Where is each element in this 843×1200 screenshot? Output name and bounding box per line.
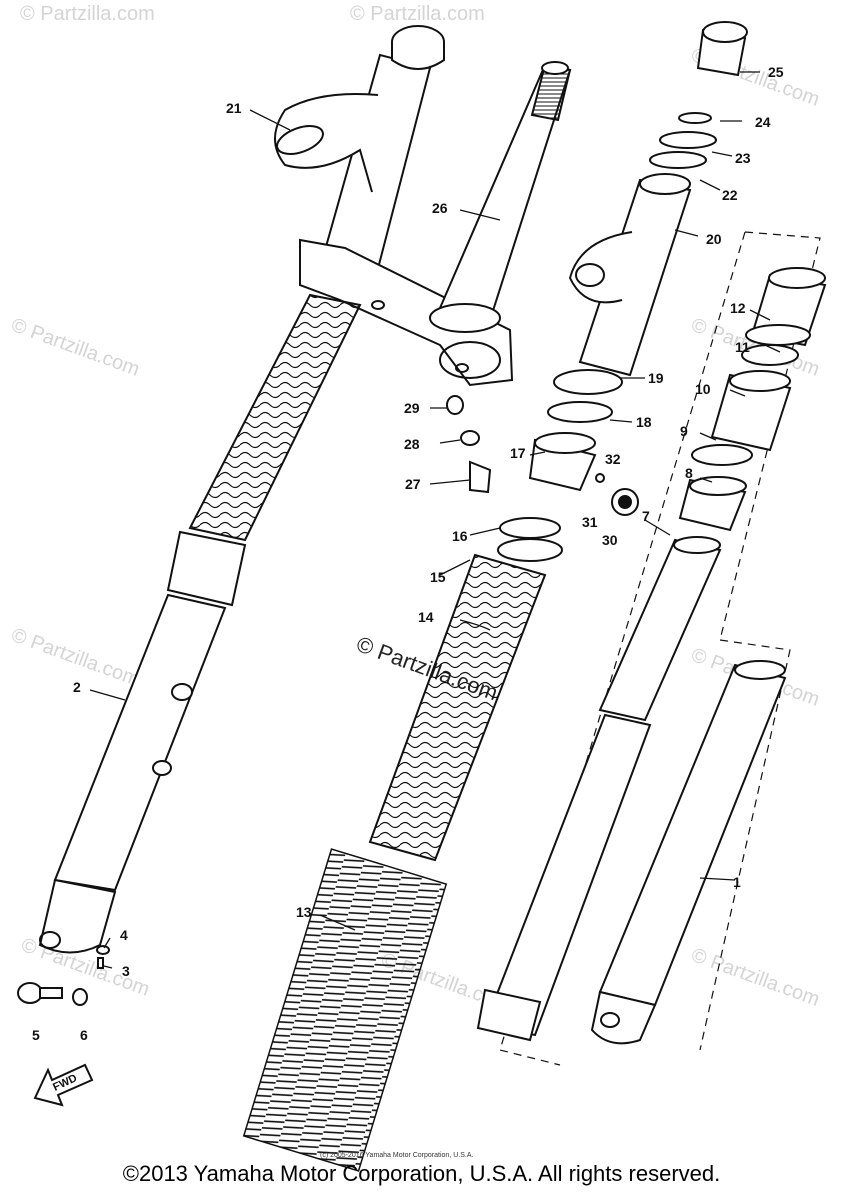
headlight-bracket	[568, 173, 692, 377]
callout-11: 11	[735, 339, 750, 355]
middle-slider	[483, 713, 652, 1037]
callout-13: 13	[296, 904, 312, 920]
inner-copyright: (c) 2005-2016 Yamaha Motor Corporation, …	[320, 1152, 473, 1159]
parts-30-32	[595, 473, 639, 516]
callout-21: 21	[226, 100, 242, 116]
callout-4: 4	[120, 927, 128, 943]
callout-6: 6	[80, 1027, 88, 1043]
watermark-text: © Partzilla.com	[20, 3, 155, 25]
callout-20: 20	[706, 231, 722, 247]
steering-stem	[429, 61, 572, 333]
parts-8-12	[678, 267, 827, 532]
inner-tube	[598, 538, 722, 722]
footer-copyright: ©2013 Yamaha Motor Corporation, U.S.A. A…	[122, 1161, 721, 1186]
watermark-text: © Partzilla.com	[350, 3, 485, 25]
hardware-27-29	[446, 395, 492, 494]
callout-12: 12	[730, 300, 746, 316]
callout-10: 10	[695, 381, 711, 397]
callout-1: 1	[733, 874, 741, 890]
parts-17-19	[528, 369, 623, 492]
callout-25: 25	[768, 64, 784, 80]
callout-8: 8	[685, 465, 693, 481]
leader-lines	[89, 71, 781, 969]
fork-boot	[368, 553, 547, 862]
callout-16: 16	[452, 528, 468, 544]
callout-30: 30	[602, 532, 618, 548]
callout-3: 3	[122, 963, 130, 979]
callout-labels: 1 2 3 4 5 6 7 8 9 10 11 12 13 14 15 16 1…	[32, 64, 784, 1043]
callout-17: 17	[510, 445, 526, 461]
callout-18: 18	[636, 414, 652, 430]
fork-spring	[242, 848, 448, 1172]
callout-27: 27	[405, 476, 421, 492]
callout-22: 22	[722, 187, 738, 203]
callout-23: 23	[735, 150, 751, 166]
callout-24: 24	[755, 114, 771, 130]
callout-31: 31	[582, 514, 598, 530]
inner-tube-top	[673, 536, 721, 554]
callout-32: 32	[605, 451, 621, 467]
callout-28: 28	[404, 436, 420, 452]
callout-14: 14	[418, 609, 434, 625]
assembly-guides	[499, 231, 821, 1066]
callout-29: 29	[404, 400, 420, 416]
left-fork-assembly	[38, 25, 514, 954]
top-hardware	[649, 21, 748, 169]
callout-5: 5	[32, 1027, 40, 1043]
callout-2: 2	[73, 679, 81, 695]
outer-slider	[590, 660, 787, 1045]
watermark-text: © Partzilla.com	[8, 314, 142, 381]
callout-7: 7	[642, 508, 650, 524]
seals-15-16	[497, 517, 563, 562]
fwd-arrow-icon: FWD	[33, 1063, 94, 1107]
watermark-text: © Partzilla.com	[688, 944, 822, 1011]
callout-15: 15	[430, 569, 446, 585]
middle-slider-end	[476, 988, 542, 1042]
callout-26: 26	[432, 200, 448, 216]
callout-19: 19	[648, 370, 664, 386]
callout-9: 9	[680, 423, 688, 439]
bottom-left-hardware	[17, 945, 110, 1006]
